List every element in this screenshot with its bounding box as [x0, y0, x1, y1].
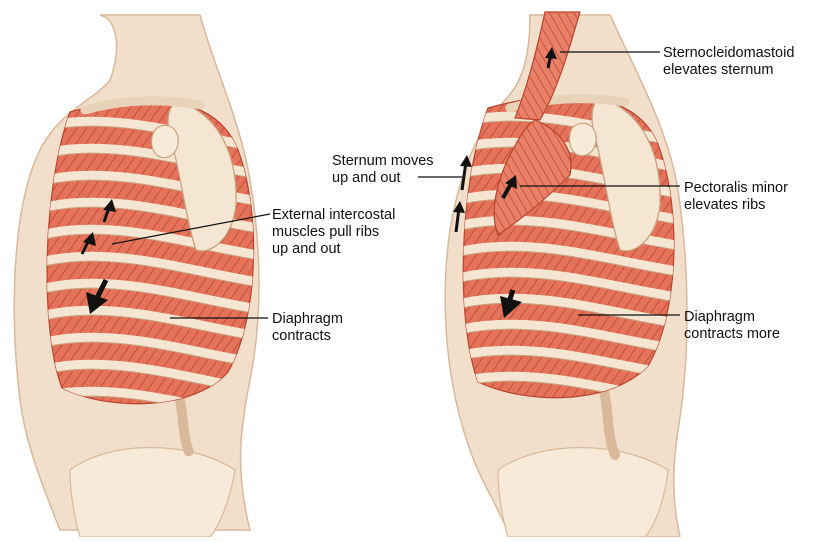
label-intercostal-line-1: External intercostal: [272, 207, 395, 224]
right-pelvis: [498, 448, 668, 538]
label-pectoralis-line-2: elevates ribs: [684, 197, 788, 214]
label-diaphragm-left: Diaphragm contracts: [272, 311, 343, 345]
label-sternum-line-2: up and out: [332, 170, 434, 187]
label-pectoralis-minor: Pectoralis minor elevates ribs: [684, 180, 788, 214]
label-intercostal: External intercostal muscles pull ribs u…: [272, 207, 395, 258]
label-scm-line-1: Sternocleidomastoid: [663, 45, 794, 62]
label-diaphragm-right-line-2: contracts more: [684, 326, 780, 343]
right-torso: [445, 12, 690, 537]
left-shoulder-joint: [152, 125, 179, 157]
left-torso: [14, 15, 265, 537]
label-diaphragm-left-line-1: Diaphragm: [272, 311, 343, 328]
label-intercostal-line-2: muscles pull ribs: [272, 224, 395, 241]
label-intercostal-line-3: up and out: [272, 241, 395, 258]
right-shoulder-joint: [569, 123, 596, 155]
label-diaphragm-right-line-1: Diaphragm: [684, 309, 780, 326]
label-sternum-line-1: Sternum moves: [332, 153, 434, 170]
label-pectoralis-line-1: Pectoralis minor: [684, 180, 788, 197]
left-pelvis: [70, 448, 235, 538]
label-sternum: Sternum moves up and out: [332, 153, 434, 187]
label-diaphragm-right: Diaphragm contracts more: [684, 309, 780, 343]
label-scm-line-2: elevates sternum: [663, 62, 794, 79]
label-diaphragm-left-line-2: contracts: [272, 328, 343, 345]
label-sternocleidomastoid: Sternocleidomastoid elevates sternum: [663, 45, 794, 79]
